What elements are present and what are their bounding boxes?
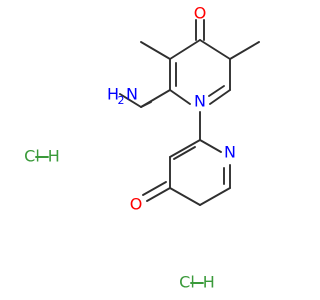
bond-c5prime-c6prime xyxy=(199,187,231,206)
bond-c2prime-c3prime-inner xyxy=(173,146,196,160)
amine-n-label: N xyxy=(126,85,138,104)
bond-c6-n1-inner xyxy=(208,85,225,97)
bond-c2-n1 xyxy=(169,89,191,105)
bond-c4prime-o-1 xyxy=(146,187,171,202)
amine-h-label: H xyxy=(107,85,119,104)
bond-c4-c5 xyxy=(199,39,231,60)
amine-subscript-label: 2 xyxy=(118,94,125,107)
bond-c6-n1 xyxy=(209,89,231,105)
oxygen-top-label: O xyxy=(194,4,207,23)
hcl-2-label: Cl–H xyxy=(179,273,215,292)
bond-c4prime-c5prime xyxy=(169,187,201,206)
nitrogen-ring-label: N xyxy=(194,92,206,111)
hcl-1-label: Cl–H xyxy=(24,147,60,166)
bond-c2prime-n xyxy=(199,139,222,153)
nitrogen-pyridine-label: N xyxy=(224,143,236,162)
bond-c5-methyl xyxy=(229,41,260,60)
bond-c3-methyl xyxy=(140,41,171,60)
oxygen-bottom-label: O xyxy=(130,195,143,214)
diagram-canvas: O N H 2 N N O Cl–H Cl–H xyxy=(24,3,260,292)
bond-c4prime-o-2 xyxy=(142,181,167,196)
bond-c4-c3 xyxy=(169,39,201,60)
structure-diagram: O N H 2 N N O Cl–H Cl–H xyxy=(24,4,260,292)
bond-ch2-n xyxy=(140,101,152,108)
bond-c2prime-c3prime xyxy=(169,139,201,158)
bond-ch2-amine xyxy=(119,93,142,108)
